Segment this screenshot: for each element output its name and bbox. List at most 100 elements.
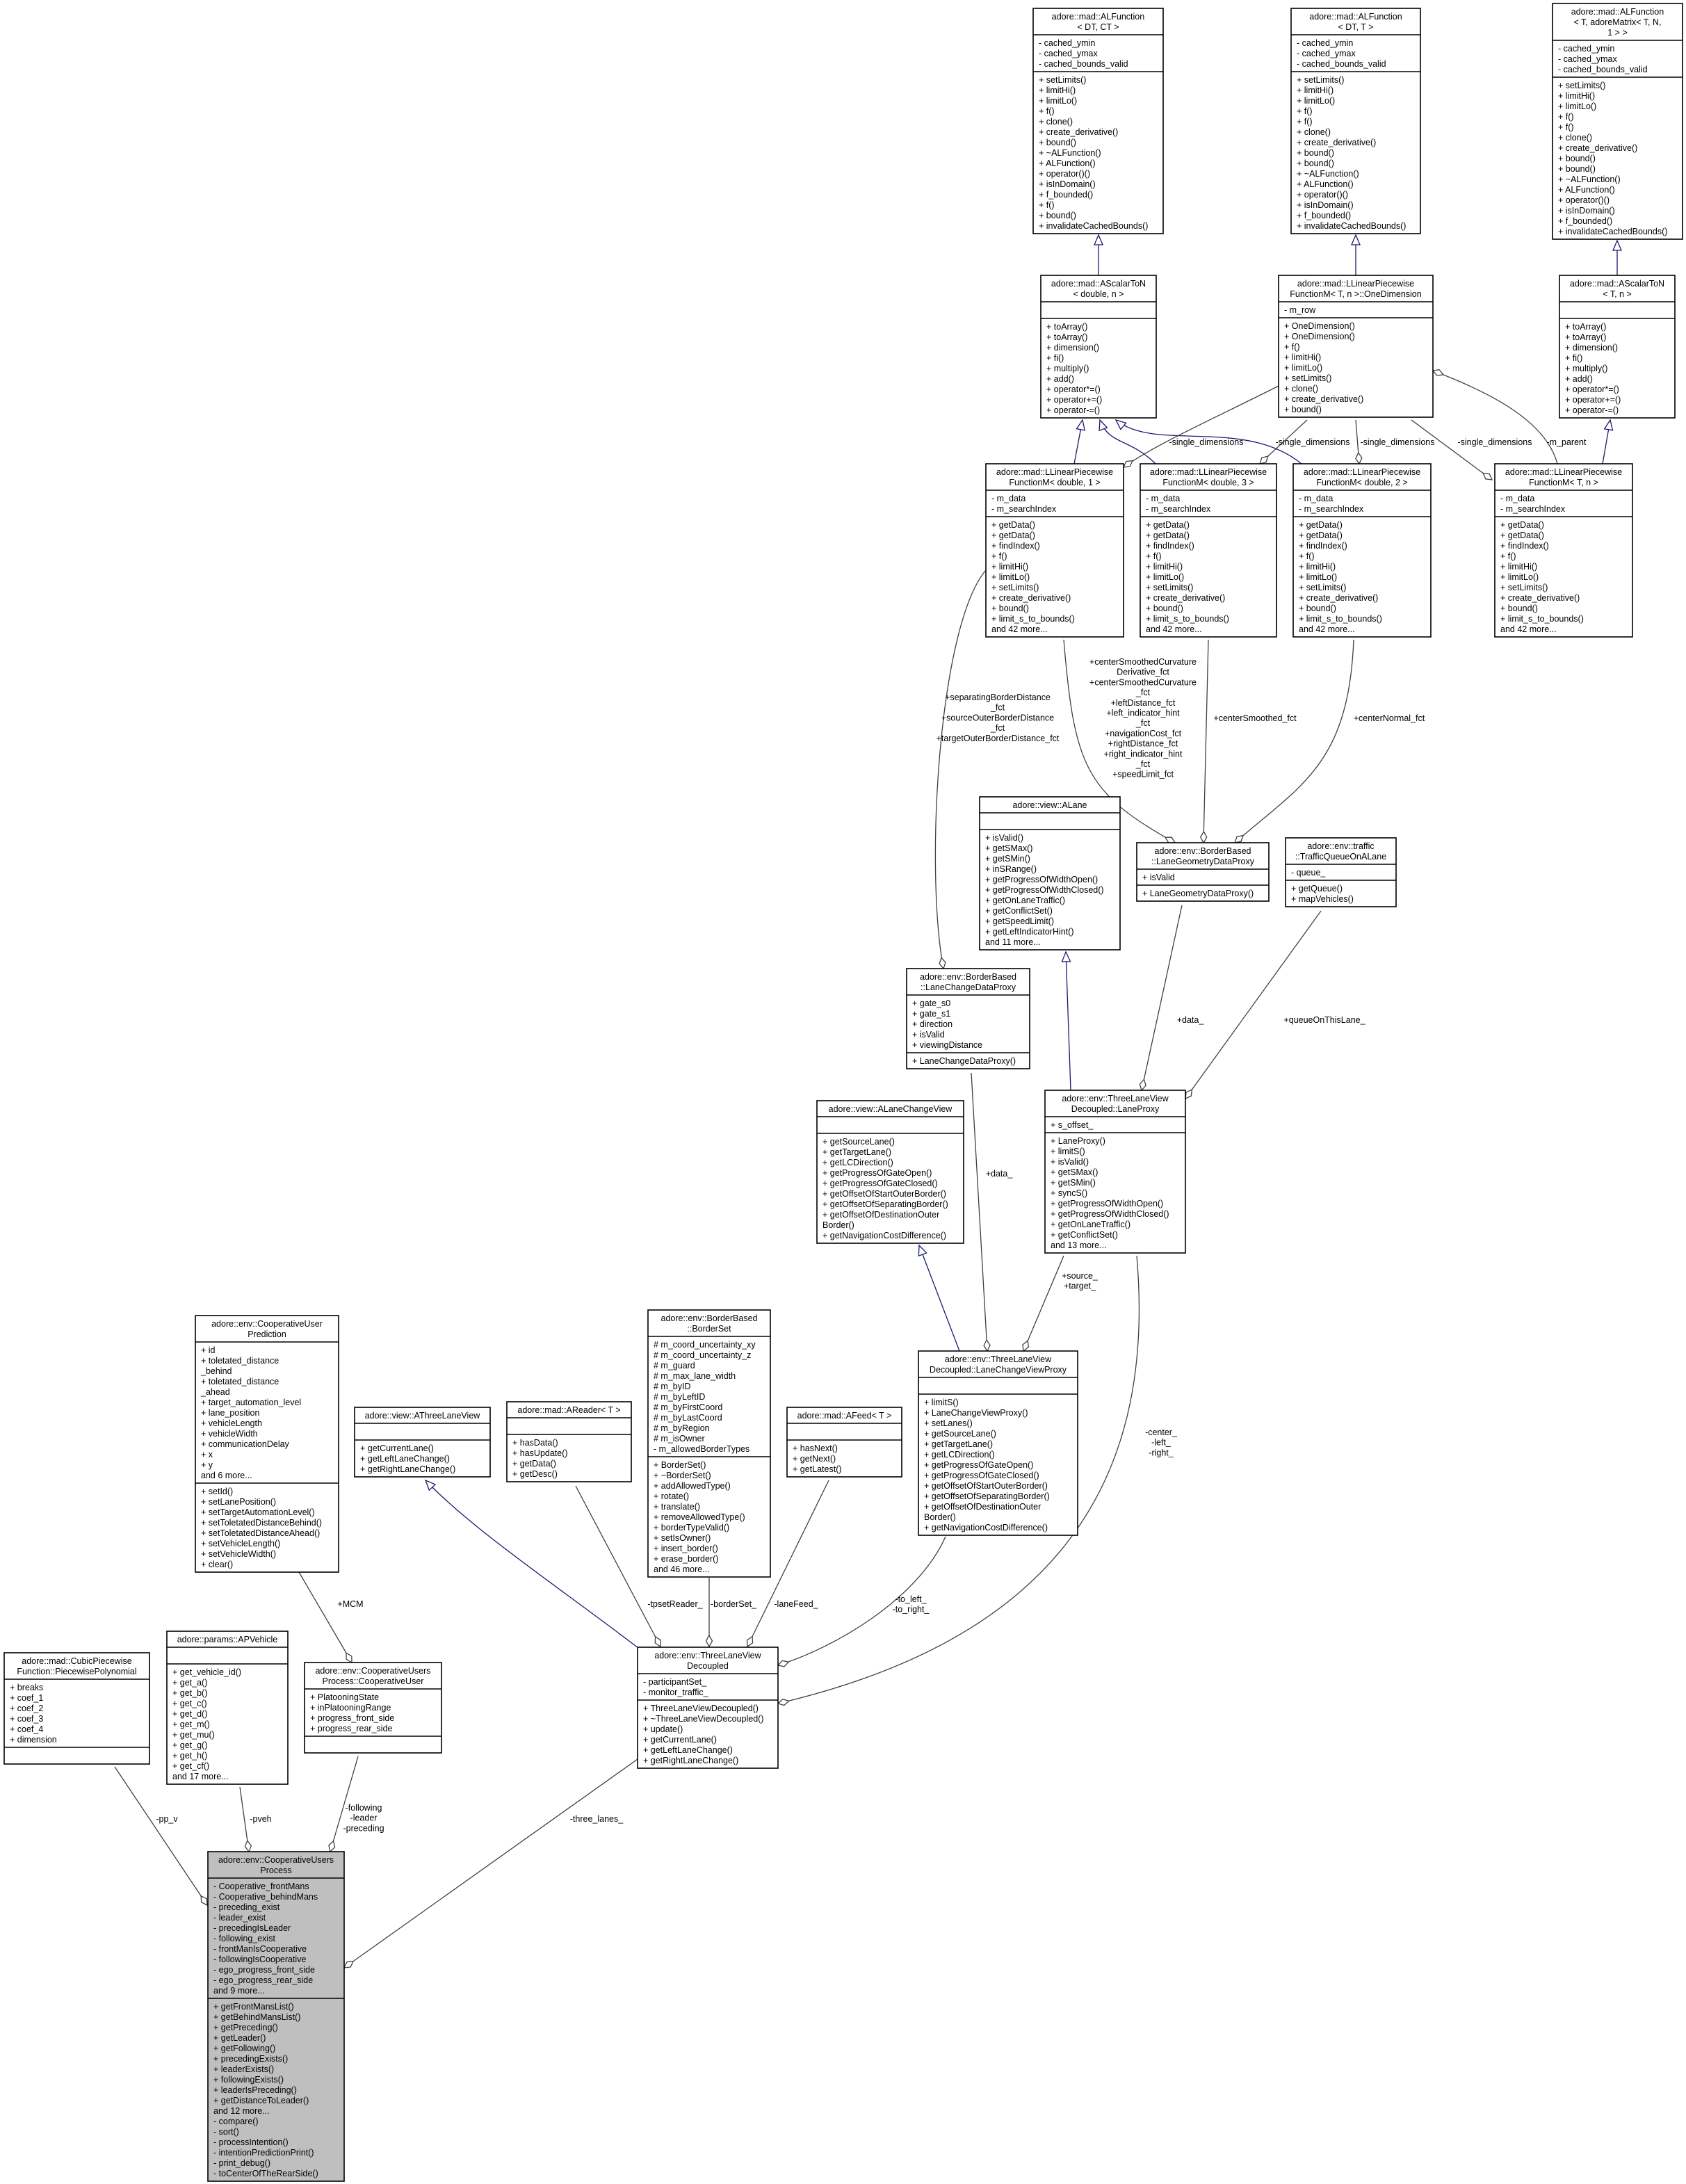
class-box xyxy=(1292,463,1432,638)
class-method: + getOnLaneTraffic() xyxy=(985,896,1065,905)
edge-label: +MCM xyxy=(337,1599,363,1609)
class-node-tlvd[interactable]: adore::env::ThreeLaneViewDecoupled- part… xyxy=(637,1647,779,1769)
edge-label: +speedLimit_fct xyxy=(1112,770,1174,779)
inheritance-arrow-icon xyxy=(1076,419,1086,431)
class-attribute: # m_coord_uncertainty_xy xyxy=(654,1340,756,1350)
class-attribute: # m_byLeftID xyxy=(654,1392,705,1402)
class-attribute: - Cooperative_frontMans xyxy=(213,1882,309,1891)
class-node-lcdp[interactable]: adore::env::BorderBased::LaneChangeDataP… xyxy=(906,968,1030,1069)
class-node-apvehicle[interactable]: adore::params::APVehicle+ get_vehicle_id… xyxy=(166,1631,289,1785)
class-node-ascalar-t[interactable]: adore::mad::AScalarToN< T, n >+ toArray(… xyxy=(1559,275,1676,419)
class-method: + limitHi() xyxy=(1558,91,1595,101)
edge-line xyxy=(1185,910,1322,1099)
class-node-alf-dt-t[interactable]: adore::mad::ALFunction< DT, T >- cached_… xyxy=(1290,8,1421,234)
edge-label: +right_indicator_hint xyxy=(1104,749,1183,759)
class-method: + bound() xyxy=(1500,604,1538,613)
edge-line xyxy=(1123,385,1279,468)
class-method: + get_h() xyxy=(172,1751,207,1761)
class-method: + precedingExists() xyxy=(213,2054,288,2064)
class-node-cubic[interactable]: adore::mad::CubicPiecewiseFunction::Piec… xyxy=(3,1652,150,1765)
class-title: FunctionM< T, n > xyxy=(1529,478,1598,487)
class-method: + ALFunction() xyxy=(1039,159,1096,168)
class-method: + hasNext() xyxy=(793,1443,838,1453)
edge-line xyxy=(934,569,987,969)
class-title: Decoupled::LaneProxy xyxy=(1071,1104,1160,1114)
class-method: + isInDomain() xyxy=(1297,200,1354,210)
class-method: + getConflictSet() xyxy=(1051,1230,1118,1240)
edge-label: _fct xyxy=(1135,688,1151,697)
class-node-alf-t-matrix[interactable]: adore::mad::ALFunction< T, adoreMatrix< … xyxy=(1552,3,1683,240)
class-method: + f() xyxy=(1146,551,1162,561)
class-method: + get_cf() xyxy=(172,1761,209,1771)
class-node-athree[interactable]: adore::view::AThreeLaneView+ getCurrentL… xyxy=(354,1407,491,1478)
class-box xyxy=(979,796,1121,951)
class-method: + get_d() xyxy=(172,1709,207,1719)
class-node-alcv[interactable]: adore::view::ALaneChangeView+ getSourceL… xyxy=(816,1100,964,1244)
class-node-ascalar-double[interactable]: adore::mad::AScalarToN< double, n >+ toA… xyxy=(1040,275,1157,419)
class-method: + limitLo() xyxy=(1297,96,1335,106)
class-method: + getTargetLane() xyxy=(924,1439,993,1449)
class-method: + getOffsetOfStartOuterBorder() xyxy=(924,1481,1048,1491)
class-attribute: + communicationDelay xyxy=(201,1439,290,1449)
class-node-borderset[interactable]: adore::env::BorderBased::BorderSet# m_co… xyxy=(647,1309,771,1578)
class-method: + getData() xyxy=(512,1459,556,1469)
aggregation-diamond-icon xyxy=(1432,369,1445,376)
class-node-alf-dt-ct[interactable]: adore::mad::ALFunction< DT, CT >- cached… xyxy=(1032,8,1164,234)
class-method: + OneDimension() xyxy=(1284,321,1355,331)
class-title: adore::env::BorderBased xyxy=(920,972,1016,982)
class-method: + getData() xyxy=(1146,531,1190,540)
class-node-alane[interactable]: adore::view::ALane+ isValid()+ getSMax()… xyxy=(979,796,1121,951)
class-method: + ~BorderSet() xyxy=(654,1471,711,1480)
class-box xyxy=(3,1652,150,1765)
class-method: + LaneChangeViewProxy() xyxy=(924,1408,1028,1418)
edge-label: -leader xyxy=(350,1813,378,1823)
aggregation-diamond-icon xyxy=(343,1960,355,1968)
aggregation-diamond-icon xyxy=(1185,1088,1193,1100)
class-attribute: + coef_2 xyxy=(10,1704,43,1713)
inheritance-edge-tlvd-to-athree xyxy=(424,1479,639,1649)
class-method: + operator*=() xyxy=(1046,385,1101,394)
inheritance-edge-ascalar-t-to-alf-t-matrix xyxy=(1612,239,1622,275)
class-method: + f() xyxy=(1039,106,1055,116)
edge-label: -left_ xyxy=(1151,1438,1172,1448)
class-node-lcvp[interactable]: adore::env::ThreeLaneViewDecoupled::Lane… xyxy=(918,1350,1078,1536)
class-node-coop-user[interactable]: adore::env::CooperativeUsersProcess::Coo… xyxy=(304,1662,442,1754)
class-node-tq[interactable]: adore::env::traffic::TrafficQueueOnALane… xyxy=(1285,837,1397,907)
class-attribute: + coef_1 xyxy=(10,1693,43,1703)
edge-line xyxy=(971,1072,988,1352)
class-node-lgdp[interactable]: adore::env::BorderBased::LaneGeometryDat… xyxy=(1136,842,1270,902)
composition-edge-afeed-to-tlvd: -laneFeed_ xyxy=(746,1480,829,1648)
class-method: + LaneChangeDataProxy() xyxy=(912,1056,1016,1066)
edge-label: +leftDistance_fct xyxy=(1111,698,1176,708)
class-method: + setToletatedDistanceAhead() xyxy=(201,1528,320,1538)
class-method: + getSMin() xyxy=(985,854,1030,864)
edge-label: +sourceOuterBorderDistance xyxy=(941,713,1054,722)
class-title: ::LaneChangeDataProxy xyxy=(921,982,1016,992)
edge-label: +centerSmoothedCurvature xyxy=(1089,677,1197,687)
class-box xyxy=(1140,463,1277,638)
class-node-areader[interactable]: adore::mad::AReader< T >+ hasData()+ has… xyxy=(506,1401,632,1482)
class-method: + borderTypeValid() xyxy=(654,1523,729,1532)
class-title: adore::mad::CubicPiecewise xyxy=(22,1656,131,1666)
class-attribute: # m_byID xyxy=(654,1382,691,1391)
edge-label: -to_left_ xyxy=(895,1594,927,1604)
aggregation-diamond-icon xyxy=(328,1840,336,1853)
class-attribute: + coef_4 xyxy=(10,1724,43,1734)
class-title: adore::mad::LLinearPiecewise xyxy=(996,467,1113,477)
edge-label: _fct xyxy=(990,703,1005,713)
class-title: adore::env::traffic xyxy=(1307,841,1374,851)
class-node-afeed[interactable]: adore::mad::AFeed< T >+ hasNext()+ getNe… xyxy=(786,1407,902,1478)
composition-edge-tq-to-laneproxy: +queueOnThisLane_ xyxy=(1185,910,1366,1100)
class-method: + getNavigationCostDifference() xyxy=(822,1231,946,1240)
class-method: - processIntention() xyxy=(213,2137,289,2147)
class-box xyxy=(906,968,1030,1069)
class-node-laneproxy[interactable]: adore::env::ThreeLaneViewDecoupled::Lane… xyxy=(1044,1090,1186,1254)
